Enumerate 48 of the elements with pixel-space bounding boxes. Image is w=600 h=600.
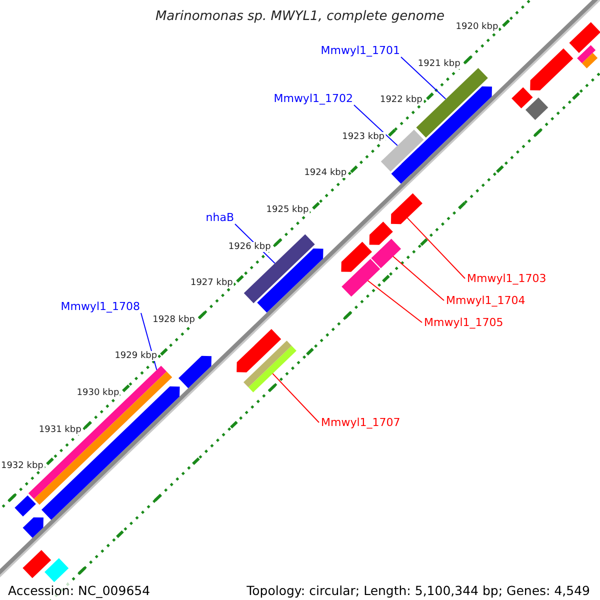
tick-label: 1929 kbp: [114, 351, 158, 362]
map-title: Marinomonas sp. MWYL1, complete genome: [154, 9, 446, 24]
tick-label: 1922 kbp: [378, 95, 424, 106]
leader-line: [392, 256, 444, 301]
gene-bar: [14, 495, 36, 516]
gene-bar: [530, 48, 574, 90]
accession-label: Accession: NC_009654: [6, 583, 152, 598]
leader-line: [406, 217, 466, 279]
gene-label: Mmwyl1_1705: [424, 316, 504, 329]
gene-label: Mmwyl1_1707: [321, 416, 400, 429]
gene-bar: [369, 222, 393, 245]
gene-bar: [391, 148, 428, 184]
tick-label: 1930 kbp: [76, 388, 120, 398]
tick-label: 1924 kbp: [303, 168, 348, 178]
tick-label: 1932 kbp: [0, 461, 44, 472]
gene-bar: [22, 517, 44, 538]
leader-line: [400, 56, 446, 100]
gene-label: Mmwyl1_1703: [467, 272, 546, 285]
gene-bar: [577, 45, 596, 64]
leader-line: [354, 104, 398, 146]
gene-label: Mmwyl1_1702: [274, 92, 353, 105]
tick-label: 1925 kbp: [265, 205, 310, 215]
gene-bar: [236, 329, 282, 372]
genome-info: Topology: circular; Length: 5,100,344 bp; Genes: 4,549: [244, 583, 592, 598]
gene-bar: [569, 22, 600, 53]
gene-bar: [525, 97, 548, 120]
gene-bar: [342, 258, 380, 297]
gene-label: Mmwyl1_1708: [60, 300, 140, 313]
gene-bar: [22, 550, 52, 578]
gene-label: nhaB: [206, 211, 234, 224]
tick-label: 1926 kbp: [227, 242, 272, 252]
gene-bar: [371, 238, 402, 268]
gene-label: Mmwyl1_1704: [446, 294, 526, 307]
tick-label: 1931 kbp: [38, 424, 82, 435]
leader-line: [367, 280, 422, 323]
gene-bar: [178, 356, 212, 388]
tick-label: 1921 kbp: [416, 58, 462, 69]
gene-label: Mmwyl1_1701: [320, 44, 400, 57]
gene-bar: [28, 366, 167, 499]
gene-bar: [512, 87, 533, 108]
tick-label: 1923 kbp: [341, 132, 386, 142]
tick-label: 1927 kbp: [189, 278, 234, 288]
leader-line: [272, 373, 320, 423]
gene-bar: [390, 193, 422, 224]
gene-bar: [42, 386, 180, 520]
tick-label: 1920 kbp: [454, 22, 500, 32]
tick-label: 1928 kbp: [152, 314, 196, 325]
gene-bar: [341, 242, 372, 272]
